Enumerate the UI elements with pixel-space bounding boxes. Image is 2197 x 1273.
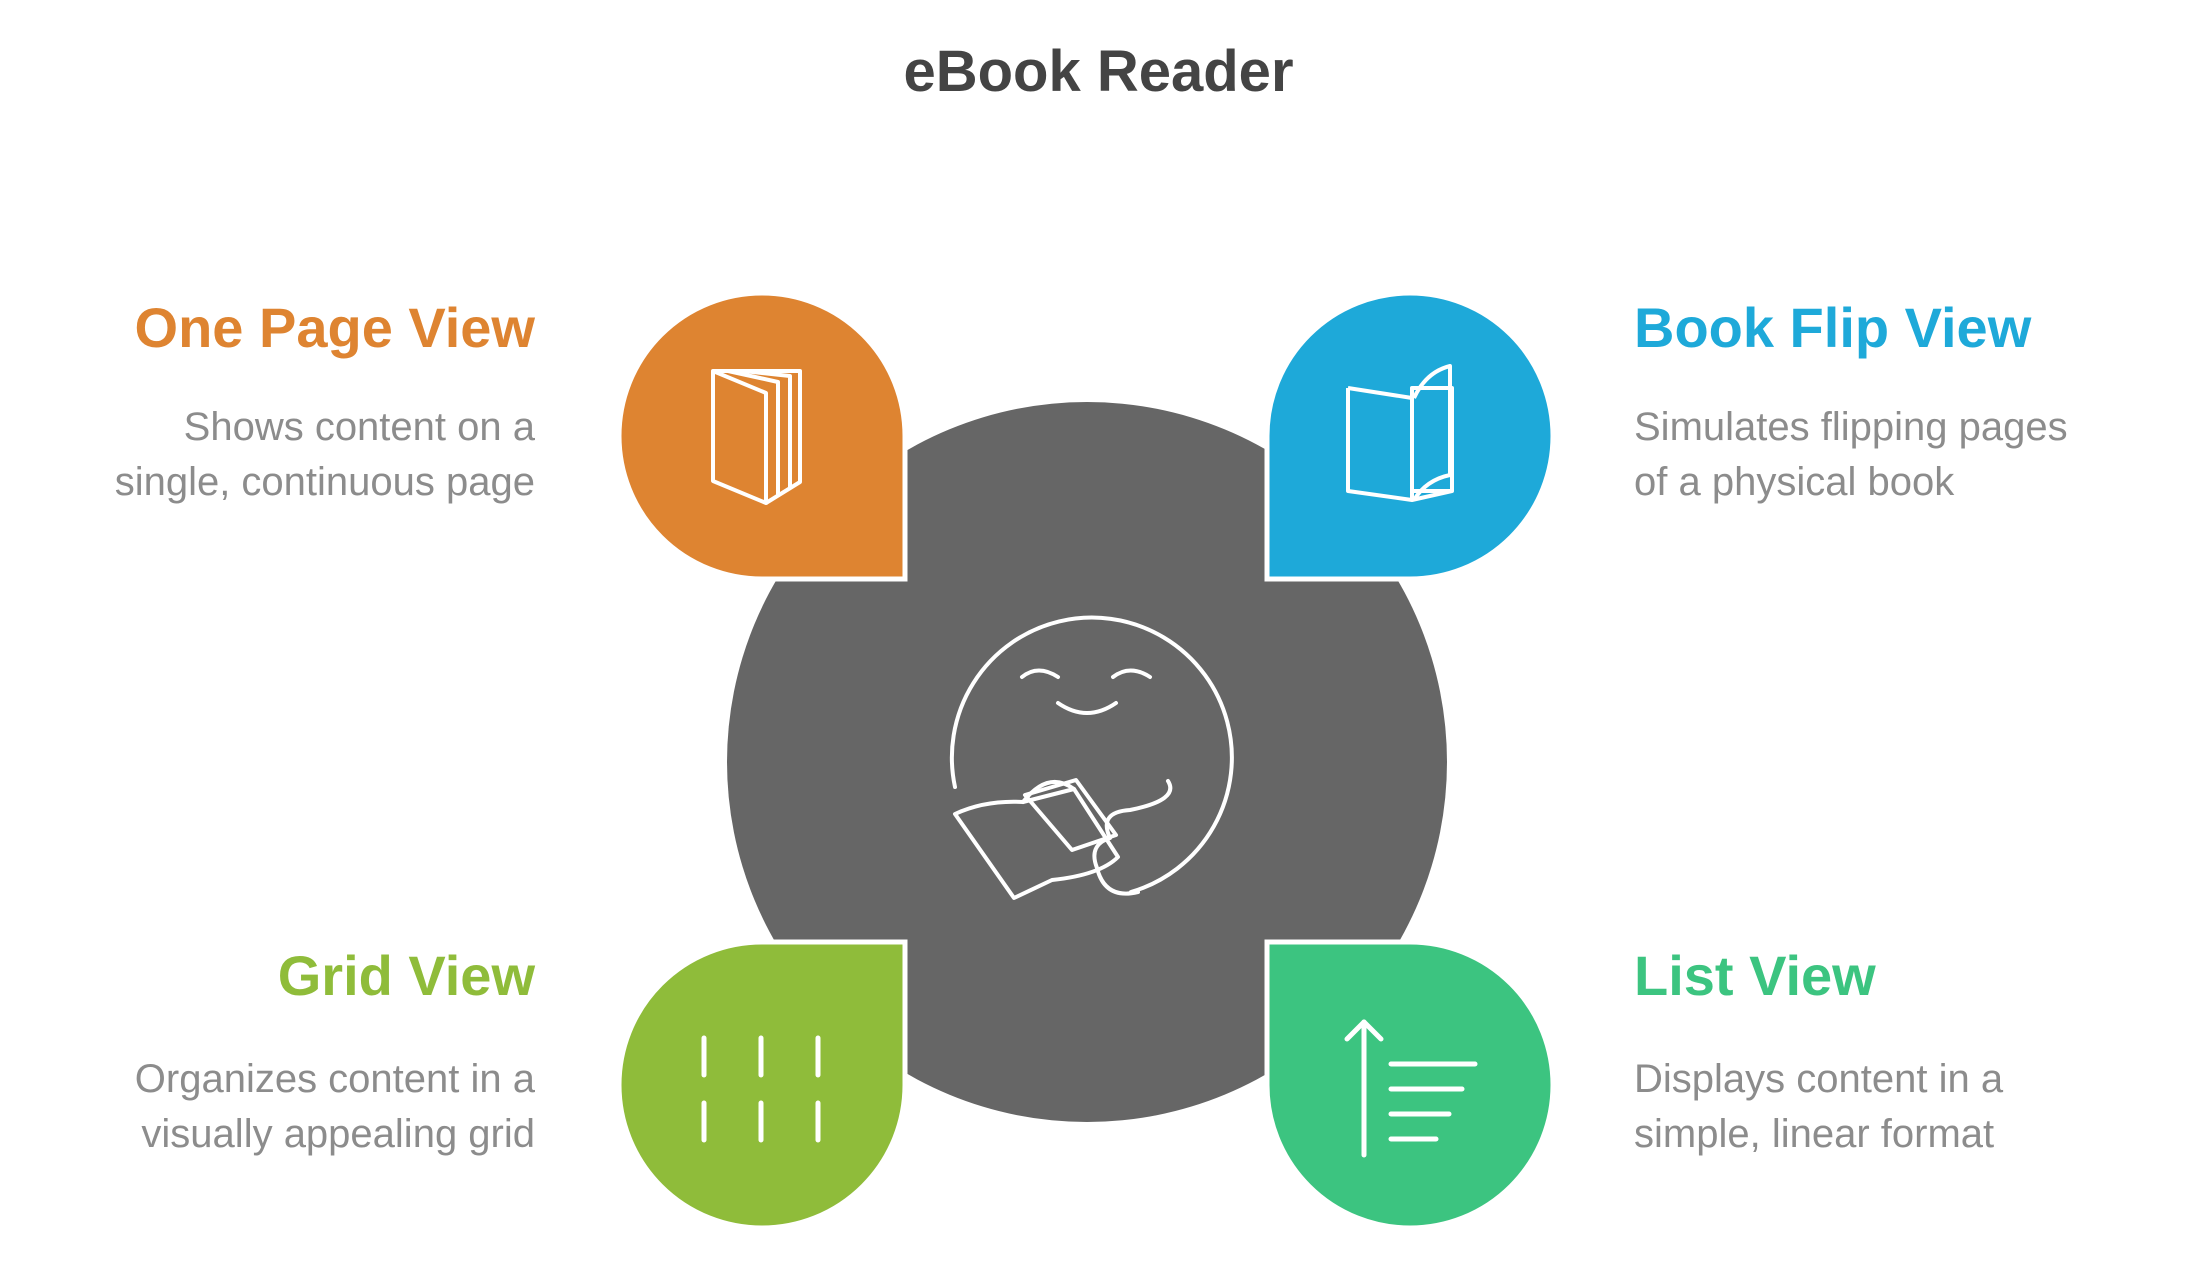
description-book-flip-view: Simulates flipping pages of a physical b… (1634, 400, 2197, 510)
open-book-icon (1346, 364, 1454, 502)
single-book-icon (711, 369, 802, 505)
heading-book-flip-view: Book Flip View (1634, 296, 2032, 359)
description-line: of a physical book (1634, 460, 1955, 504)
description-line: Displays content in a (1634, 1057, 2004, 1101)
heading-list-view: List View (1634, 944, 1876, 1007)
description-list-view: Displays content in a simple, linear for… (1634, 1052, 2197, 1162)
description-line: Shows content on a (183, 405, 535, 449)
list-icon (1344, 1019, 1478, 1158)
description-grid-view: Organizes content in a visually appealin… (0, 1052, 535, 1162)
petal-list (1264, 939, 1556, 1231)
diagram-title: eBook Reader (903, 39, 1294, 104)
description-line: Organizes content in a (134, 1057, 535, 1101)
grid-icon (701, 1035, 821, 1143)
description-one-page-view: Shows content on a single, continuous pa… (0, 400, 535, 510)
description-line: single, continuous page (114, 460, 535, 504)
petal-one-page (616, 290, 908, 582)
petal-grid (616, 939, 908, 1231)
description-line: simple, linear format (1634, 1112, 1995, 1156)
description-line: visually appealing grid (141, 1112, 535, 1156)
petal-book-flip (1264, 290, 1556, 582)
heading-grid-view: Grid View (277, 944, 535, 1007)
description-line: Simulates flipping pages (1634, 405, 2068, 449)
reading-person-icon (949, 615, 1234, 900)
heading-one-page-view: One Page View (134, 296, 535, 359)
